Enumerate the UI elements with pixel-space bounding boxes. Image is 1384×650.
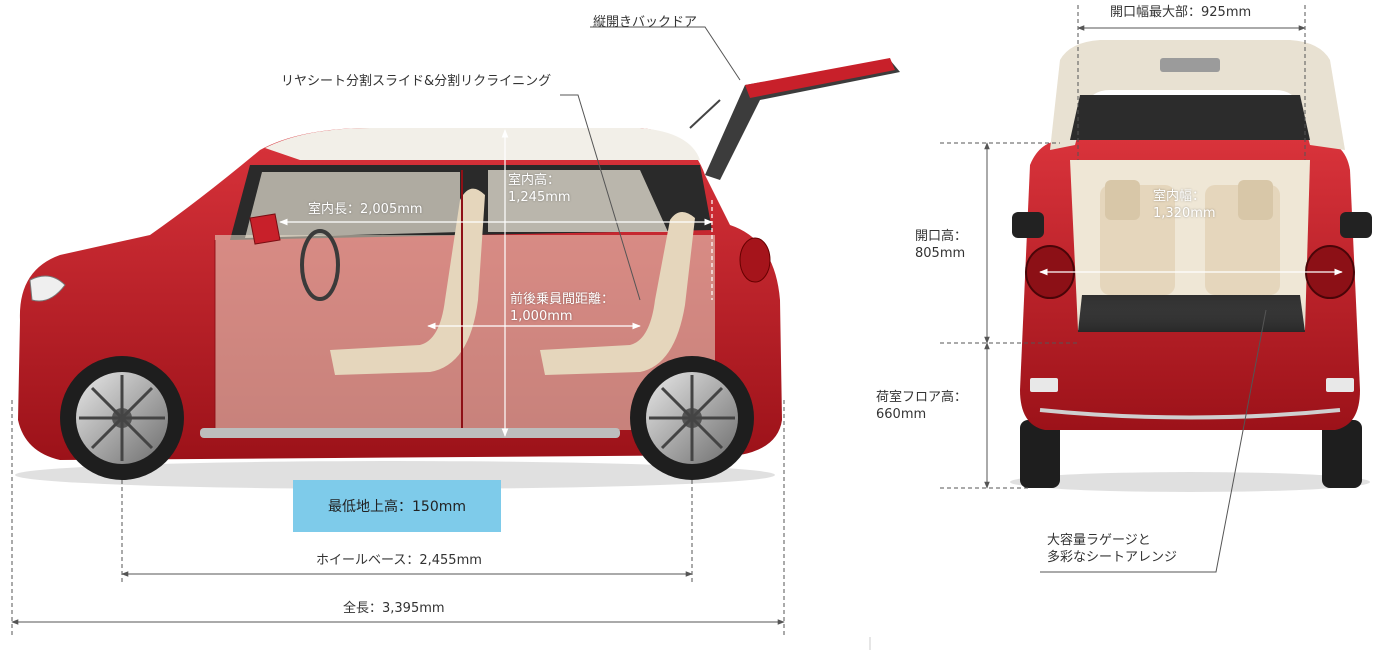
side-car xyxy=(15,58,900,489)
opening-width-label: 開口幅最大部：925mm xyxy=(1110,5,1252,20)
interior-width-line1: 室内幅： xyxy=(1153,189,1206,204)
rear-car xyxy=(1010,40,1372,492)
interior-width-line2: 1,320mm xyxy=(1153,206,1216,221)
side-interior-arrows xyxy=(279,129,713,437)
floor-height-line1: 荷室フロア高： xyxy=(876,390,968,405)
luggage-line1: 大容量ラゲージと xyxy=(1047,533,1151,548)
couple-distance-label: 前後乗員間距離： 1,000mm xyxy=(510,291,614,325)
back-door-label: 縦開きバックドア xyxy=(593,15,698,30)
opening-height-line1: 開口高： xyxy=(915,229,968,244)
floor-height-label: 荷室フロア高： 660mm xyxy=(876,389,967,423)
luggage-label: 大容量ラゲージと 多彩なシートアレンジ xyxy=(1047,532,1177,566)
couple-distance-line2: 1,000mm xyxy=(510,309,573,324)
interior-height-line2: 1,245mm xyxy=(508,190,571,205)
interior-width-label: 室内幅： 1,320mm xyxy=(1153,188,1216,222)
interior-length-label: 室内長：2,005mm xyxy=(308,202,423,217)
overall-length-label: 全長：3,395mm xyxy=(343,601,445,616)
wheelbase-label: ホイールベース：2,455mm xyxy=(316,553,482,568)
interior-height-label: 室内高： 1,245mm xyxy=(508,172,571,206)
opening-height-label: 開口高： 805mm xyxy=(915,228,967,262)
opening-height-line2: 805mm xyxy=(915,246,966,261)
interior-height-line1: 室内高： xyxy=(508,173,561,188)
luggage-line2: 多彩なシートアレンジ xyxy=(1047,550,1178,565)
rear-seat-label: リヤシート分割スライド&分割リクライニング xyxy=(281,74,552,89)
floor-height-line2: 660mm xyxy=(876,407,927,422)
ground-clearance-badge: 最低地上高：150mm xyxy=(293,480,501,532)
side-dimension-lines xyxy=(11,26,785,635)
rear-dimension-lines xyxy=(869,5,1306,650)
couple-distance-line1: 前後乗員間距離： xyxy=(510,292,615,307)
